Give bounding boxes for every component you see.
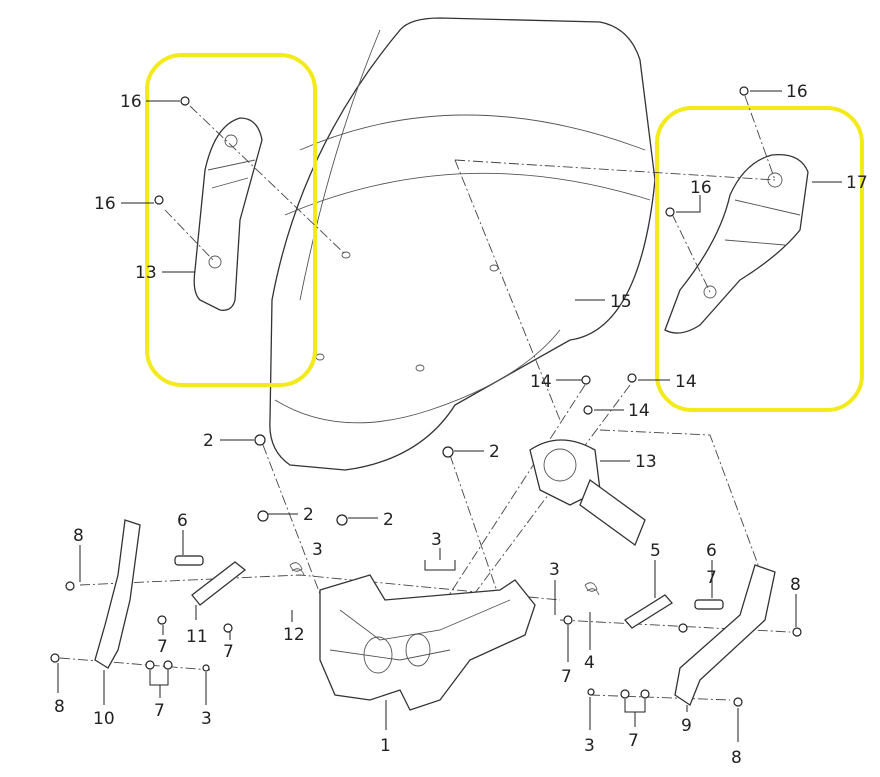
right-arm-part-9 <box>674 564 776 706</box>
callout-label: 7 <box>154 701 165 721</box>
callout-label: 2 <box>383 510 394 530</box>
callout-label: 10 <box>93 709 115 729</box>
callout-label: 2 <box>203 431 214 451</box>
callout-label: 9 <box>681 716 692 736</box>
callout-label: 3 <box>201 709 212 729</box>
right-trim-part-17 <box>664 153 809 334</box>
callout-label: 7 <box>706 568 717 588</box>
callout-label: 3 <box>584 736 595 756</box>
windshield-part-15 <box>269 17 656 471</box>
callout-label: 1 <box>380 736 391 756</box>
callout-lines <box>57 90 842 742</box>
callout-label: 15 <box>610 292 632 312</box>
callout-label: 12 <box>283 625 305 645</box>
callout-label: 8 <box>73 526 84 546</box>
left-arm-part-10 <box>94 519 141 669</box>
callout-label: 8 <box>790 575 801 595</box>
highlight-box-left <box>145 53 317 387</box>
callout-label: 14 <box>628 401 650 421</box>
callout-label: 7 <box>628 731 639 751</box>
callout-label: 6 <box>177 511 188 531</box>
callout-label: 16 <box>94 194 116 214</box>
callout-label: 2 <box>303 505 314 525</box>
callout-label: 7 <box>157 637 168 657</box>
callout-label: 11 <box>186 627 208 647</box>
callout-label: 3 <box>312 540 323 560</box>
highlight-box-right <box>655 106 864 412</box>
callout-label: 16 <box>120 92 142 112</box>
callout-label: 8 <box>731 748 742 768</box>
callout-label: 16 <box>690 178 712 198</box>
left-trim-part-13 <box>193 117 263 311</box>
screws <box>50 86 802 707</box>
callout-label: 14 <box>675 372 697 392</box>
callout-label: 8 <box>54 697 65 717</box>
callout-label: 6 <box>706 541 717 561</box>
callout-label: 13 <box>635 452 657 472</box>
left-lever-part-11 <box>191 561 247 606</box>
callout-label: 7 <box>223 642 234 662</box>
callout-label: 7 <box>561 667 572 687</box>
callout-label: 16 <box>786 82 808 102</box>
motor-part-13 <box>529 439 646 547</box>
callout-label: 3 <box>549 560 560 580</box>
main-frame-part-1 <box>319 574 536 711</box>
callout-label: 13 <box>135 263 157 283</box>
callout-label: 17 <box>846 173 868 193</box>
callout-label: 3 <box>431 530 442 550</box>
right-lever-part-5 <box>624 594 673 629</box>
assembly-lines <box>59 95 791 701</box>
callout-label: 4 <box>584 653 595 673</box>
callout-label: 2 <box>489 442 500 462</box>
callout-label: 5 <box>650 541 661 561</box>
callout-label: 14 <box>530 372 552 392</box>
callout-labels: 16 16 13 16 16 17 15 14 14 14 2 2 13 2 2… <box>54 82 868 768</box>
